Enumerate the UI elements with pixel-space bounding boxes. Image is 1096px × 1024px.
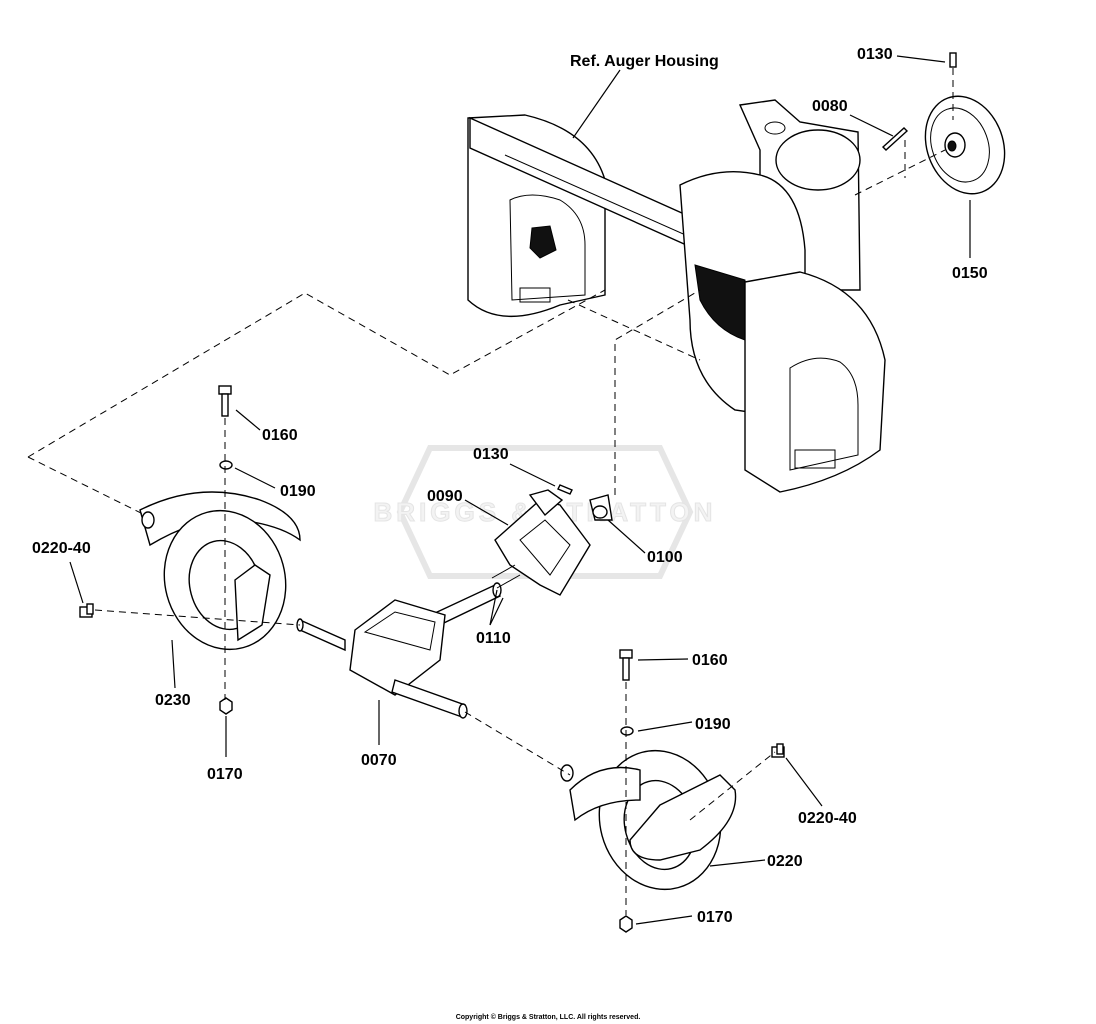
pulley-0150 [924, 95, 1006, 195]
auger-0220-right [560, 749, 737, 891]
label-0170-left: 0170 [207, 766, 243, 783]
label-0220-40-left: 0220-40 [32, 540, 91, 557]
label-0220-40-right: 0220-40 [798, 810, 857, 827]
washer-0190-right [620, 726, 634, 736]
part-labels: Ref. Auger Housing 0130 0080 0150 0160 0… [32, 46, 988, 926]
copyright-text: Copyright © Briggs & Stratton, LLC. All … [456, 1013, 641, 1021]
washer-0190-left [219, 460, 233, 470]
auger-0230-left [139, 491, 301, 651]
label-0160-left: 0160 [262, 427, 298, 444]
set-screw-0130-mid [557, 484, 573, 495]
ref-auger-housing-label: Ref. Auger Housing [570, 53, 719, 70]
alignment-lines [27, 68, 954, 915]
grease-fitting-0220-40-right [771, 743, 785, 758]
label-0110: 0110 [476, 630, 511, 647]
label-0220: 0220 [767, 853, 803, 870]
bolt-0160-right [619, 649, 633, 681]
nut-0170-right [619, 915, 633, 933]
label-0150: 0150 [952, 265, 988, 282]
label-0170-right: 0170 [697, 909, 733, 926]
label-0090: 0090 [427, 488, 463, 505]
auger-housing [467, 99, 886, 493]
label-0080: 0080 [812, 98, 848, 115]
bolt-0160-left [218, 385, 232, 417]
housing-bracket-0090 [494, 489, 591, 596]
leader-lines [69, 55, 971, 925]
nut-0170-left [219, 697, 233, 715]
label-0190-right: 0190 [695, 716, 731, 733]
label-0070: 0070 [361, 752, 397, 769]
grease-fitting-0220-40-left [79, 603, 94, 618]
label-0190-left: 0190 [280, 483, 316, 500]
label-0100: 0100 [647, 549, 683, 566]
gearbox-0070 [296, 582, 502, 719]
set-screw-0130-top [949, 52, 957, 68]
label-0160-right: 0160 [692, 652, 728, 669]
screws-0110 [491, 564, 521, 589]
bearing-0100 [589, 494, 613, 521]
label-0230: 0230 [155, 692, 191, 709]
key-0080 [881, 127, 909, 151]
label-0130-top: 0130 [857, 46, 893, 63]
label-0130-mid: 0130 [473, 446, 509, 463]
